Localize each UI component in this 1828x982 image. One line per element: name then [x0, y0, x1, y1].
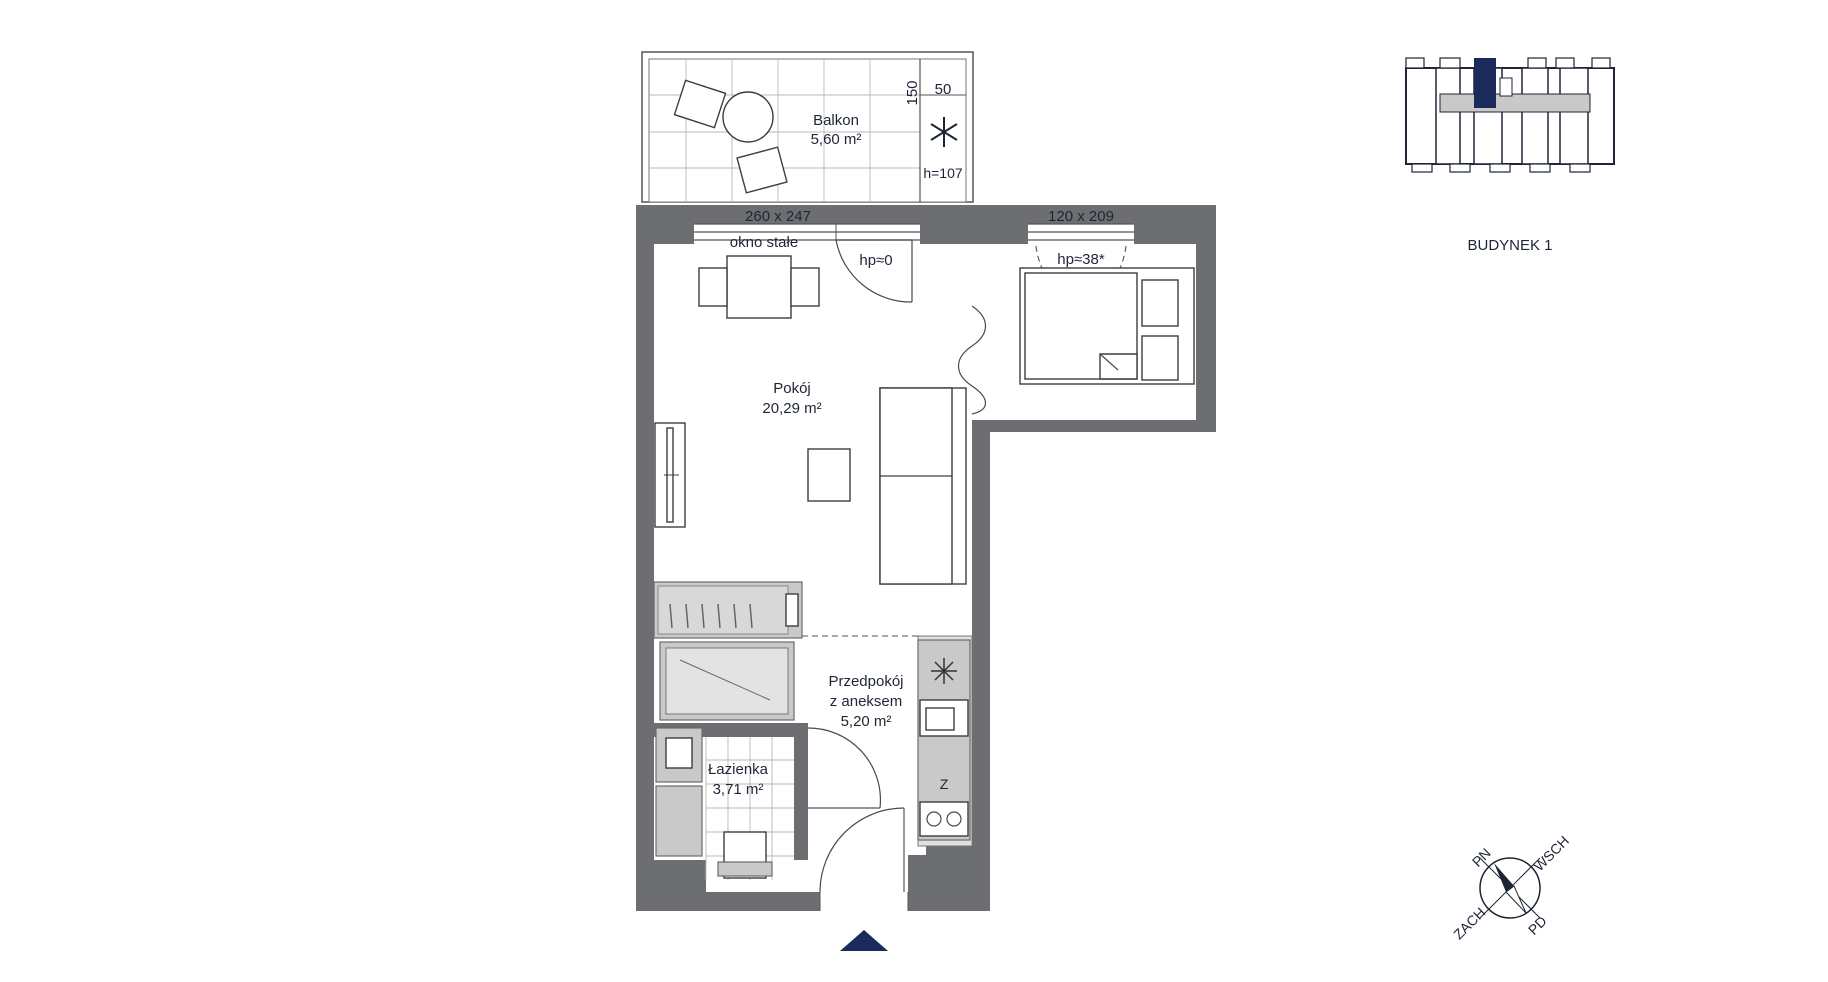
railing-height-label: h=107: [923, 165, 963, 181]
side-window: 120 x 209 hp≈38*: [1028, 208, 1134, 319]
sill-side-label: hp≈38*: [1057, 251, 1105, 268]
balcony-width-label: 150: [904, 80, 921, 105]
washing-machine: [655, 785, 703, 857]
hall-area: 5,20 m²: [841, 713, 892, 730]
kitchen-counter: Z: [917, 639, 971, 841]
extractor-icon: [931, 658, 957, 684]
snowflake-icon: [930, 117, 958, 147]
balcony-window-size: 260 x 247: [745, 208, 811, 225]
compass-south: PD: [1525, 913, 1550, 938]
compass-east: WSCH: [1531, 833, 1573, 875]
bathroom-name: Łazienka: [708, 761, 769, 778]
balcony-name: Balkon: [813, 112, 859, 129]
coffee-table: [807, 448, 851, 502]
balcony-window: 260 x 247 okno stałe hp≈0: [694, 208, 920, 303]
fixed-window-label: okno stałe: [730, 234, 798, 251]
balcony: 150 50 h=107 Balkon 5,60 m²: [641, 51, 974, 203]
bathroom-door: [807, 727, 882, 809]
bed: [1019, 267, 1195, 385]
balcony-depth-label: 50: [935, 81, 952, 98]
entrance-arrow-icon: [840, 930, 888, 951]
building-label: BUDYNEK 1: [1467, 237, 1552, 254]
tv-unit: [654, 422, 686, 528]
living-room-area: 20,29 m²: [762, 400, 821, 417]
living-room-name: Pokój: [773, 380, 811, 397]
curtain: [957, 305, 987, 415]
bathroom: Łazienka 3,71 m²: [655, 641, 795, 880]
cooktop: [919, 801, 969, 837]
balcony-chair: [736, 146, 788, 194]
compass-icon: PN WSCH PD ZACH: [1450, 833, 1572, 943]
hall-name: Przedpokój: [828, 673, 903, 690]
balcony-area: 5,60 m²: [811, 131, 862, 148]
entrance-door: [819, 807, 909, 911]
compass-west: ZACH: [1450, 904, 1488, 942]
sofa: [879, 387, 967, 585]
hall-name-2: z aneksem: [830, 693, 903, 710]
side-window-size: 120 x 209: [1048, 208, 1114, 225]
wardrobe: [653, 581, 803, 639]
sill-main-label: hp≈0: [859, 252, 892, 269]
building-key-plan: BUDYNEK 1: [1405, 57, 1615, 254]
selected-unit: [1474, 58, 1496, 108]
balcony-chair: [673, 79, 727, 129]
dining-set: [698, 255, 820, 319]
svg-text:Z: Z: [940, 776, 949, 792]
balcony-table: [722, 91, 774, 143]
bathroom-area: 3,71 m²: [713, 781, 764, 798]
